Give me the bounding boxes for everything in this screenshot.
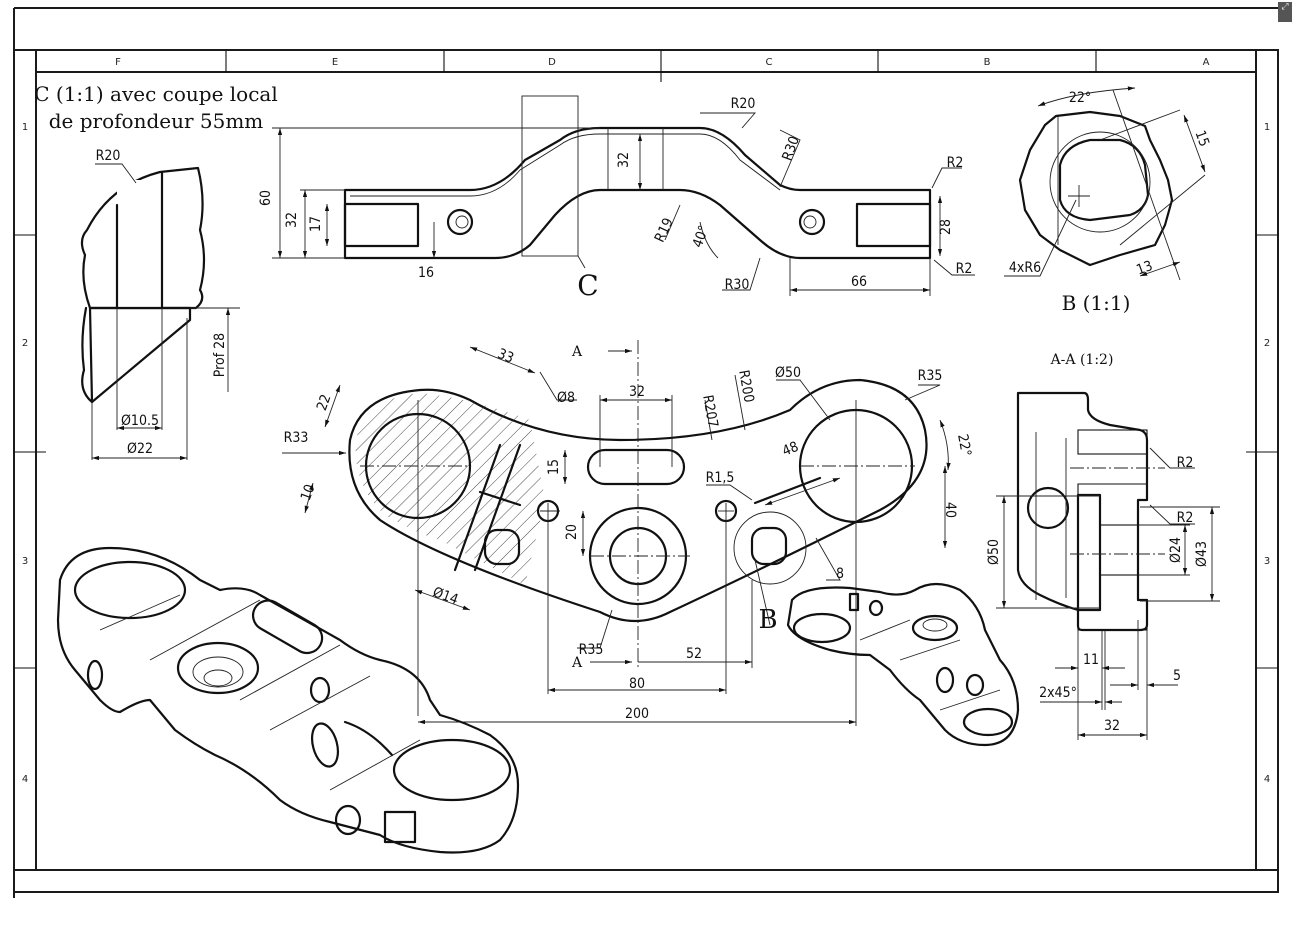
dim-80: 80 (629, 676, 645, 692)
dim-32-aa: 32 (1104, 718, 1120, 734)
dim-r20: R20 (96, 148, 121, 164)
dim-d10-5: Ø10.5 (121, 413, 159, 429)
dim-11: 11 (1083, 652, 1099, 668)
dim-60: 60 (258, 190, 274, 206)
dim-66: 66 (851, 274, 867, 290)
column-label: E (332, 57, 338, 68)
dim-8: 8 (836, 566, 844, 582)
row-label: 4 (1264, 774, 1270, 785)
dim-15-b: 15 (1191, 128, 1212, 149)
isometric-view-large (56, 546, 520, 854)
dim-33: 33 (495, 346, 516, 367)
dim-r35-bottom: R35 (579, 642, 604, 658)
dim-r200: R200 (735, 369, 756, 404)
top-view: A A B 33 22 R33 Ø8 10 Ø14 32 15 20 R207 … (282, 340, 974, 726)
section-aa-view: A-A (1:2) R2 R2 Ø50 (986, 352, 1220, 740)
dim-5: 5 (1173, 668, 1181, 684)
dim-d24: Ø24 (1168, 537, 1184, 563)
detail-c-view: C (1:1) avec coupe local de profondeur 5… (34, 82, 278, 461)
dim-22-top: 22 (314, 392, 335, 413)
dim-200: 200 (625, 706, 649, 722)
row-label: 3 (22, 556, 28, 567)
row-labels: 1 2 3 4 1 2 3 4 (22, 122, 1270, 785)
row-label: 2 (22, 338, 28, 349)
dim-15-slot: 15 (546, 459, 562, 475)
row-label: 1 (1264, 122, 1270, 133)
row-label: 4 (22, 774, 28, 785)
dim-32-slot: 32 (629, 384, 645, 400)
dim-r30-bottom: R30 (725, 277, 750, 293)
dim-52: 52 (686, 646, 702, 662)
dim-32: 32 (284, 212, 300, 228)
dim-d14: Ø14 (430, 584, 460, 608)
dim-d8: Ø8 (557, 390, 575, 406)
dim-r20-side: R20 (731, 96, 756, 112)
dim-10: 10 (298, 482, 319, 503)
column-label: D (548, 57, 556, 68)
view-label-c: C (577, 269, 598, 302)
dim-d43: Ø43 (1194, 541, 1210, 567)
dim-28: 28 (938, 219, 954, 235)
side-view: C 60 32 17 16 32 R20 R30 R2 R19 40° R30 … (258, 95, 975, 302)
dim-22-deg-b: 22° (1069, 90, 1091, 106)
section-mark-a-top: A (571, 344, 583, 360)
dim-40: 40 (942, 502, 958, 518)
row-label: 3 (1264, 556, 1270, 567)
dim-r2-top: R2 (947, 155, 964, 171)
section-mark-a-bottom: A (571, 655, 583, 671)
dim-16: 16 (418, 265, 434, 281)
dim-2x45: 2x45° (1039, 685, 1077, 701)
column-labels: F E D C B A (115, 57, 1209, 68)
detail-c-title-line1: C (1:1) avec coupe local (34, 82, 278, 106)
dim-r207: R207 (699, 394, 720, 429)
column-label: A (1203, 57, 1210, 68)
dim-d50-aa: Ø50 (986, 539, 1002, 565)
row-label: 1 (22, 122, 28, 133)
dim-40-deg: 40° (690, 223, 713, 249)
dim-20: 20 (564, 524, 580, 540)
dim-4xr6: 4xR6 (1009, 260, 1041, 276)
dim-d50: Ø50 (775, 365, 801, 381)
detail-b-view: 22° 15 4xR6 13 B (1:1) (1004, 86, 1212, 315)
section-aa-title: A-A (1:2) (1050, 352, 1114, 368)
dim-r35-top: R35 (918, 368, 943, 384)
column-label: B (984, 57, 991, 68)
detail-c-title-line2: de profondeur 55mm (49, 109, 264, 133)
row-label: 2 (1264, 338, 1270, 349)
detail-mark-b: B (758, 605, 777, 635)
sheet-frame (13, 7, 1279, 898)
column-label: C (766, 57, 773, 68)
dim-r2-aa-bottom: R2 (1177, 510, 1194, 526)
dim-13-b: 13 (1134, 258, 1155, 279)
dim-prof-28: Prof 28 (212, 333, 228, 377)
column-label: F (115, 57, 121, 68)
dim-r30-top: R30 (779, 134, 803, 163)
dim-r33: R33 (284, 430, 309, 446)
isometric-view-small (786, 582, 1020, 747)
expand-icon[interactable]: ⤢ (1278, 2, 1292, 22)
dim-r2-aa-top: R2 (1177, 455, 1194, 471)
dim-17: 17 (308, 216, 324, 232)
dim-22-deg: 22° (954, 433, 974, 458)
detail-b-title: B (1:1) (1062, 291, 1131, 315)
dim-48: 48 (780, 439, 801, 460)
dim-32-top: 32 (616, 152, 632, 168)
dim-r2-bottom: R2 (956, 261, 973, 277)
dim-r1-5: R1,5 (706, 470, 735, 486)
dim-d22: Ø22 (127, 441, 153, 457)
